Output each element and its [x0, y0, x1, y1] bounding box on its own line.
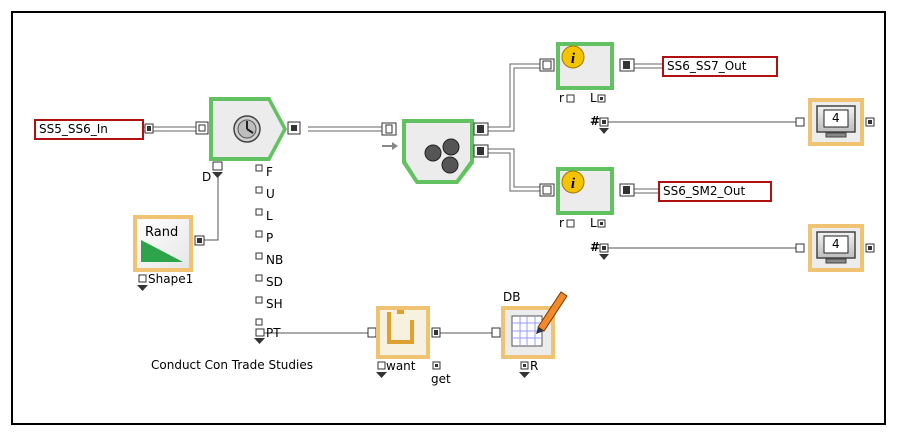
- input-port: [144, 123, 154, 134]
- info-block-bottom[interactable]: i: [539, 167, 635, 228]
- rand-title: Rand: [145, 225, 179, 240]
- activity-port-label: P: [266, 231, 274, 245]
- queue-icon: [387, 310, 414, 344]
- info-bottom-port-l: L: [590, 216, 597, 230]
- activity-port-label: PT: [266, 326, 281, 340]
- activity-port-label: SD: [266, 275, 283, 289]
- output-top-label: SS6_SS7_Out: [667, 59, 747, 73]
- rand-block[interactable]: [133, 215, 205, 291]
- diagram-frame: [11, 11, 886, 425]
- monitor-icon: [816, 105, 856, 138]
- multi-item-block[interactable]: [381, 119, 489, 184]
- output-bottom-label: SS6_SM2_Out: [663, 184, 746, 198]
- monitor-icon: [816, 231, 856, 264]
- info-icon: i: [561, 45, 585, 69]
- pencil-icon: [536, 291, 568, 334]
- balls-icon: [424, 138, 460, 174]
- activity-block[interactable]: [195, 97, 301, 178]
- db-port-label: R: [530, 359, 539, 373]
- count-port-bottom: [599, 243, 609, 260]
- input-label: SS5_SS6_In: [39, 122, 108, 136]
- db-title: DB: [503, 290, 521, 304]
- queue-block[interactable]: [367, 306, 441, 378]
- clock-icon: [233, 115, 261, 143]
- signal-lines: [204, 121, 796, 334]
- display-block-top[interactable]: [795, 98, 875, 146]
- display-top-value: 4: [832, 111, 840, 125]
- input-label-box[interactable]: SS5_SS6_In: [34, 119, 144, 140]
- info-icon: i: [561, 170, 585, 194]
- display-block-bottom[interactable]: [795, 224, 875, 272]
- queue-port-get: get: [431, 372, 451, 386]
- info-bottom-port-r: r: [559, 216, 564, 230]
- count-port-top: [599, 117, 609, 134]
- connections: [144, 63, 662, 194]
- output-top-label-box[interactable]: SS6_SS7_Out: [662, 56, 778, 77]
- queue-port-want: want: [386, 359, 416, 373]
- display-bottom-value: 4: [832, 237, 840, 251]
- activity-port-label: NB: [266, 253, 284, 267]
- count-port-bottom-label: #: [590, 240, 601, 254]
- svg-text:i: i: [571, 51, 576, 67]
- count-port-top-label: #: [590, 114, 601, 128]
- info-block-top[interactable]: i: [539, 42, 635, 103]
- rand-port-label: Shape1: [148, 272, 194, 286]
- db-block[interactable]: [491, 291, 568, 378]
- activity-port-column: [254, 164, 265, 344]
- activity-port-label: F: [266, 165, 273, 179]
- activity-caption: Conduct Con Trade Studies: [151, 358, 313, 372]
- activity-port-d-label: D: [202, 170, 212, 184]
- activity-port-label: SH: [266, 297, 283, 311]
- output-bottom-label-box[interactable]: SS6_SM2_Out: [658, 181, 772, 202]
- info-top-port-r: r: [559, 91, 564, 105]
- info-top-port-l: L: [590, 91, 597, 105]
- activity-port-label: U: [266, 187, 275, 201]
- svg-text:i: i: [571, 176, 576, 192]
- activity-port-label: L: [266, 209, 273, 223]
